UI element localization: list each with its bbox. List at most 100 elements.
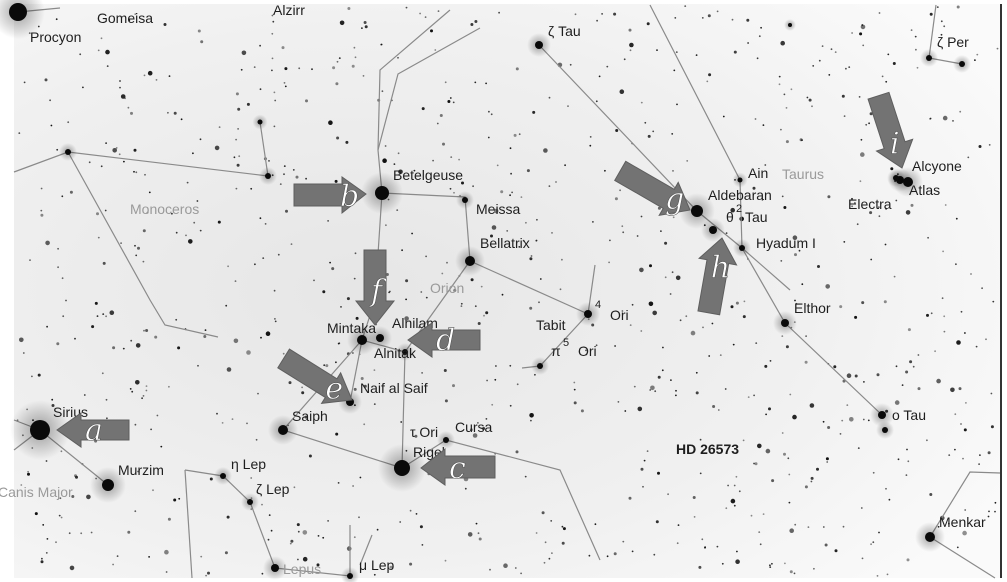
background-star bbox=[105, 142, 107, 145]
background-star bbox=[233, 156, 236, 159]
background-star bbox=[811, 105, 813, 108]
background-star bbox=[148, 556, 151, 558]
background-star bbox=[747, 42, 749, 44]
background-star bbox=[490, 234, 493, 238]
background-star bbox=[652, 310, 657, 316]
background-star bbox=[57, 266, 59, 269]
background-star bbox=[550, 520, 553, 522]
bright-star bbox=[788, 23, 792, 27]
background-star bbox=[821, 45, 824, 47]
bright-star bbox=[878, 411, 886, 419]
background-star bbox=[954, 413, 957, 416]
background-star bbox=[615, 129, 619, 132]
background-star bbox=[851, 32, 853, 34]
background-star bbox=[297, 530, 300, 533]
background-star bbox=[485, 311, 489, 315]
background-star bbox=[282, 352, 285, 355]
background-star bbox=[313, 279, 315, 282]
background-star bbox=[509, 404, 512, 407]
label-zeta-tau: ζ Tau bbox=[548, 23, 581, 39]
background-star bbox=[915, 48, 917, 51]
background-star bbox=[927, 236, 929, 239]
background-star bbox=[759, 543, 762, 546]
background-star bbox=[907, 460, 910, 463]
background-star bbox=[477, 532, 480, 535]
background-star bbox=[912, 365, 915, 368]
background-star bbox=[783, 206, 787, 209]
background-star bbox=[833, 365, 837, 369]
background-star bbox=[425, 296, 428, 299]
background-star bbox=[264, 223, 267, 225]
background-star bbox=[69, 190, 73, 194]
background-star bbox=[824, 543, 828, 547]
background-star bbox=[747, 396, 750, 398]
background-star bbox=[351, 64, 355, 68]
background-star bbox=[881, 75, 884, 78]
background-star bbox=[619, 89, 625, 94]
background-star bbox=[453, 191, 455, 194]
background-star bbox=[929, 493, 933, 496]
background-star bbox=[284, 85, 287, 88]
background-star bbox=[485, 418, 488, 420]
background-star bbox=[644, 121, 647, 124]
background-star bbox=[769, 566, 772, 568]
background-star bbox=[447, 100, 451, 103]
bright-star bbox=[959, 61, 965, 67]
background-star bbox=[722, 115, 725, 118]
background-star bbox=[653, 553, 656, 556]
background-star bbox=[20, 484, 23, 486]
background-star bbox=[959, 110, 962, 113]
background-star bbox=[987, 451, 991, 455]
background-star bbox=[885, 207, 887, 210]
background-star bbox=[701, 17, 704, 19]
background-star bbox=[518, 246, 521, 248]
background-star bbox=[327, 220, 329, 222]
background-star bbox=[489, 568, 491, 571]
background-star bbox=[910, 203, 914, 207]
background-star bbox=[733, 50, 737, 54]
bright-star bbox=[376, 334, 384, 342]
background-star bbox=[676, 103, 678, 106]
background-star bbox=[671, 133, 674, 135]
background-star bbox=[142, 229, 146, 233]
background-star bbox=[860, 138, 863, 141]
background-star bbox=[235, 138, 238, 141]
background-star bbox=[761, 198, 764, 201]
background-star bbox=[404, 316, 409, 321]
background-star bbox=[268, 160, 270, 162]
background-star bbox=[373, 403, 376, 405]
background-star bbox=[987, 515, 990, 518]
background-star bbox=[650, 385, 655, 391]
background-star bbox=[596, 19, 598, 22]
background-star bbox=[804, 485, 808, 489]
background-star bbox=[841, 419, 844, 422]
background-star bbox=[548, 557, 551, 560]
background-star bbox=[135, 171, 138, 174]
background-star bbox=[97, 49, 100, 52]
arrow-letter-h: h bbox=[711, 251, 730, 286]
background-star bbox=[373, 369, 376, 371]
background-star bbox=[617, 401, 620, 403]
background-star bbox=[105, 49, 110, 55]
background-star bbox=[778, 83, 781, 86]
arrow-g: g bbox=[614, 160, 691, 217]
background-star bbox=[449, 97, 452, 99]
background-star bbox=[274, 318, 276, 320]
background-star bbox=[109, 310, 115, 316]
background-star bbox=[613, 552, 617, 556]
background-star bbox=[199, 138, 202, 141]
background-star bbox=[917, 387, 921, 391]
bright-star bbox=[925, 532, 935, 542]
background-star bbox=[892, 62, 896, 65]
background-star bbox=[147, 70, 153, 76]
arrow-d: d bbox=[407, 322, 481, 358]
background-star bbox=[649, 389, 652, 391]
background-star bbox=[771, 479, 775, 483]
background-star bbox=[716, 10, 719, 13]
background-star bbox=[474, 20, 478, 23]
background-star bbox=[353, 536, 356, 539]
background-star bbox=[733, 484, 736, 487]
background-star bbox=[906, 448, 908, 451]
background-star bbox=[876, 373, 880, 377]
background-star bbox=[948, 522, 950, 525]
